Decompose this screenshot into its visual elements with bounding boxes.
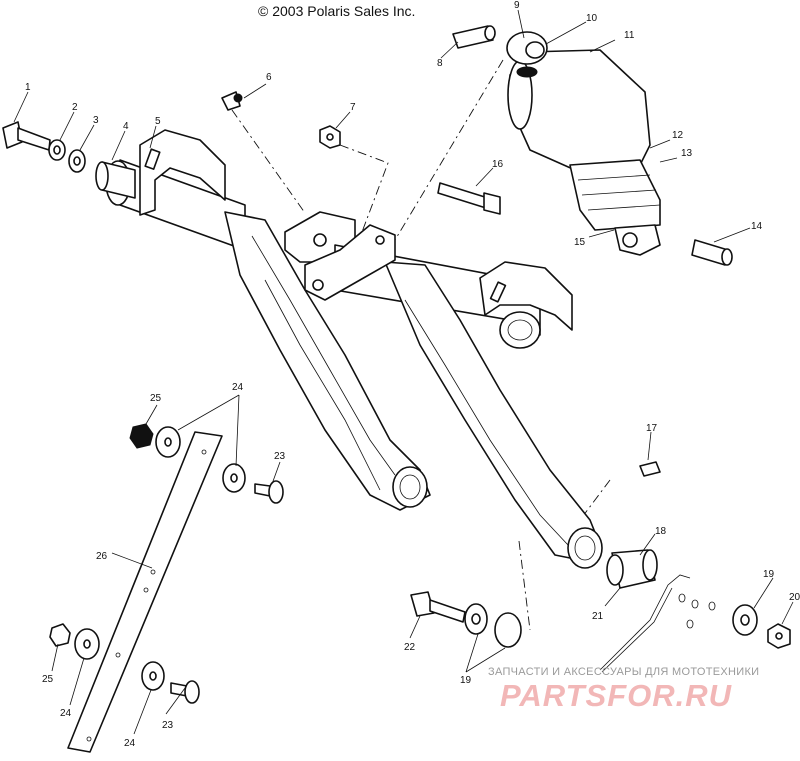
callout-14: 14 bbox=[751, 221, 763, 232]
nut-7 bbox=[319, 125, 341, 149]
callout-25b: 25 bbox=[42, 674, 54, 685]
bolt-16 bbox=[437, 182, 501, 215]
bolt-22 bbox=[410, 591, 466, 623]
pin-14 bbox=[691, 239, 733, 266]
callout-20: 20 bbox=[789, 592, 800, 603]
bolt-1 bbox=[2, 121, 51, 151]
pin-8-top bbox=[452, 25, 496, 49]
grease-fitting-17 bbox=[639, 461, 661, 477]
callout-numbers: 1 2 3 4 5 6 7 8 9 10 11 12 13 14 15 16 1… bbox=[25, 0, 800, 749]
shock-absorber bbox=[506, 31, 661, 256]
spacer-18 bbox=[606, 549, 658, 589]
callout-24c: 24 bbox=[124, 738, 136, 749]
callout-26: 26 bbox=[96, 551, 108, 562]
callout-8: 8 bbox=[437, 58, 443, 69]
callout-2: 2 bbox=[72, 102, 78, 113]
nut-25-bottom bbox=[49, 623, 71, 647]
callout-10: 10 bbox=[586, 13, 598, 24]
callout-24a: 24 bbox=[232, 382, 244, 393]
callout-7: 7 bbox=[350, 102, 356, 113]
callout-11: 11 bbox=[624, 30, 635, 41]
callout-5: 5 bbox=[155, 116, 161, 127]
washer-3 bbox=[68, 149, 86, 173]
watermark-logo: PARTSFOR.RU bbox=[500, 678, 733, 713]
callout-17: 17 bbox=[646, 423, 658, 434]
strap-bracket-rear bbox=[139, 129, 226, 216]
watermark-tagline: ЗАПЧАСТИ И АКСЕССУАРЫ ДЛЯ МОТОТЕХНИКИ bbox=[488, 666, 760, 678]
callout-16: 16 bbox=[492, 159, 504, 170]
front-torque-arm bbox=[304, 224, 603, 569]
callout-23b: 23 bbox=[162, 720, 174, 731]
washer-2 bbox=[48, 139, 66, 161]
bolt-23-bottom bbox=[170, 680, 200, 704]
callout-1: 1 bbox=[25, 82, 31, 93]
callout-25a: 25 bbox=[150, 393, 162, 404]
tube-4 bbox=[95, 161, 136, 199]
callout-19b: 19 bbox=[460, 675, 472, 686]
callout-15: 15 bbox=[574, 237, 586, 248]
callout-21: 21 bbox=[592, 611, 604, 622]
callout-4: 4 bbox=[123, 121, 129, 132]
callout-19a: 19 bbox=[763, 569, 775, 580]
callout-13: 13 bbox=[681, 148, 693, 159]
grease-fitting-6 bbox=[221, 91, 243, 111]
nut-20 bbox=[767, 623, 791, 649]
bolt-23-top bbox=[254, 480, 284, 504]
leader-lines bbox=[13, 9, 794, 735]
spring-clip bbox=[599, 574, 716, 673]
callout-22: 22 bbox=[404, 642, 416, 653]
washer-24-bottom-left bbox=[74, 628, 100, 660]
callout-6: 6 bbox=[266, 72, 272, 83]
washer-24-bottom bbox=[141, 661, 165, 691]
callout-12: 12 bbox=[672, 130, 684, 141]
washer-24-top bbox=[155, 426, 181, 458]
callout-9: 9 bbox=[514, 0, 520, 11]
washer-24-mid bbox=[222, 463, 246, 493]
washer-19-right bbox=[732, 604, 758, 636]
callout-24b: 24 bbox=[60, 708, 72, 719]
callout-3: 3 bbox=[93, 115, 99, 126]
washers-19-left bbox=[464, 603, 522, 648]
nut-25-top bbox=[129, 423, 154, 449]
copyright-text: © 2003 Polaris Sales Inc. bbox=[258, 3, 416, 19]
callout-23a: 23 bbox=[274, 451, 286, 462]
rear-torque-arm bbox=[105, 159, 431, 511]
callout-18: 18 bbox=[655, 526, 667, 537]
limiter-strap-26 bbox=[67, 431, 223, 753]
